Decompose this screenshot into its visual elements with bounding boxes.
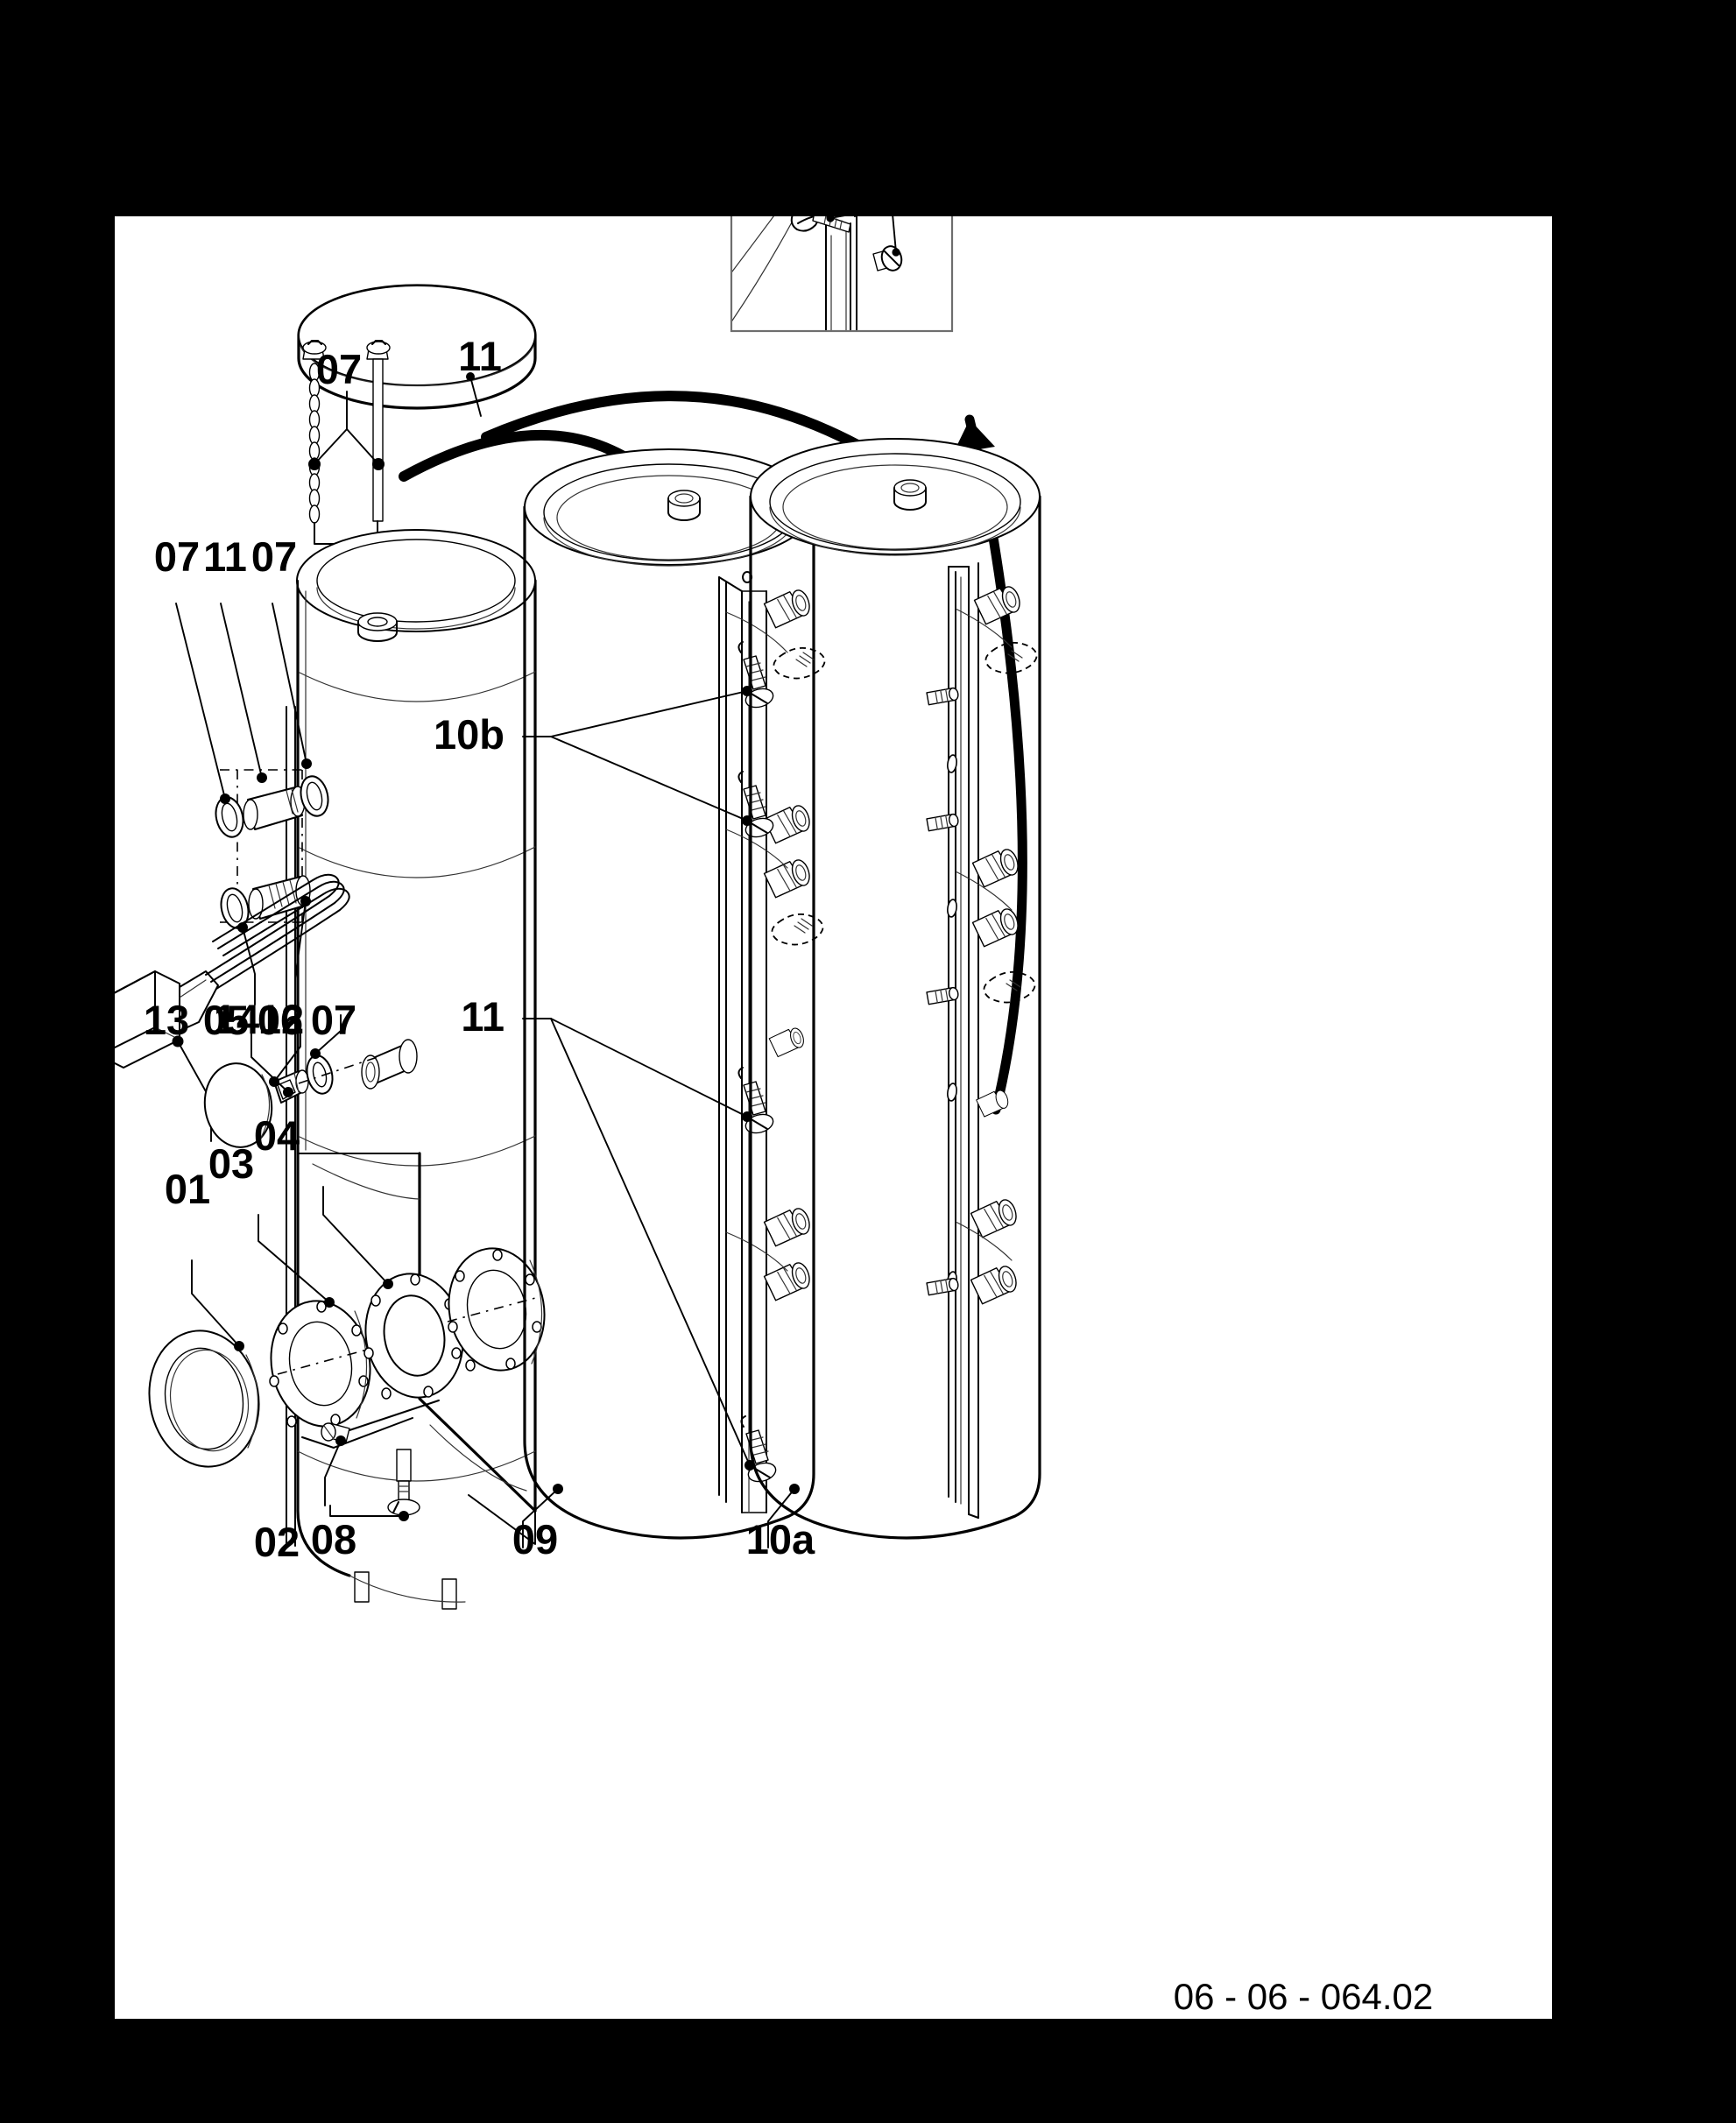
leader-02 [324,1440,342,1506]
leader-12 [469,376,482,417]
callout-11-lower: 11 [461,993,505,1040]
callout-14-heater: 13 [144,997,189,1043]
leader-07a [175,603,226,800]
callout-01: 01 [165,1166,210,1212]
leader-10b [767,1488,795,1548]
callout-14-lower: 12 [258,996,304,1042]
cover-strip-screws-lower [522,1018,777,1483]
tank-b-fittings [970,586,1038,1305]
leader-07c [314,1014,342,1054]
immersion-heater-element [115,873,350,1069]
leader-08 [329,1505,405,1517]
tank-boss [361,1039,418,1090]
insulation-plug-cap [203,1062,273,1148]
leader-15 [242,927,256,1005]
insulation-plug-group [203,1039,418,1148]
insulation-top-cap [297,284,537,410]
callout-12: 11 [458,333,502,379]
cover-strip-screws-upper [522,641,774,838]
leader-09 [314,428,379,465]
callout-14-upper: 11 [203,533,247,580]
leader-04 [322,1186,389,1285]
callout-10b: 10a [746,1516,815,1562]
callout-06: 06 [258,997,303,1043]
leader-07b [272,603,307,765]
leader-14a [220,603,263,779]
leader-06 [273,1030,301,1083]
adapter-sleeve-upper [243,786,306,830]
leader-10a [522,1488,559,1548]
tank-a-fittings [763,589,826,1301]
sealing-ring-upper-right [300,775,329,817]
technical-illustration: .hl{fill:none;stroke:#000;stroke-width:3… [115,216,1434,2017]
tank-variant-b [749,438,1041,1540]
callout-07-upper-left: 07 [154,533,200,580]
sealing-ring-lower [306,1054,334,1095]
callout-07-upper-right: 07 [251,533,297,580]
flange-gasket [363,1273,464,1400]
immersion-heater-adapter-lower [220,875,311,929]
leader-03 [258,1214,330,1303]
inspection-flange-cover [269,1300,371,1428]
callout-03: 03 [208,1140,254,1187]
adjustable-foot-screw [387,1449,420,1516]
callout-04: 04 [254,1112,300,1159]
tank-b-studs [926,687,959,1296]
callout-08: 08 [311,1516,356,1562]
callout-11-upper: 10b [434,711,505,758]
callout-07-lower: 07 [311,997,356,1043]
anode-chain-and-rod [302,340,391,620]
leader-14b [294,900,307,1005]
callout-05: 05 [203,997,249,1043]
main-insulated-tank [296,529,537,1610]
callout-09: 07 [316,346,362,392]
callout-10a: 09 [512,1516,558,1562]
insulation-lid-ring [148,1330,260,1468]
sealing-ring-heater [220,887,250,929]
jacket-fastening-detail-box: 10b [730,216,954,333]
tank-variant-a [523,448,826,1540]
diagram-page: .hl{fill:none;stroke:#000;stroke-width:3… [115,216,1552,2019]
adapter-sleeve-lower [248,875,311,920]
callout-02: 02 [254,1519,300,1565]
leader-01 [191,1259,240,1347]
footer-reference: 06 - 06 - 064.02 [1174,1976,1434,2017]
tank-weld-flange [447,1247,546,1372]
immersion-heater-adapter-upper [215,775,329,838]
flange-group [148,1247,546,1468]
